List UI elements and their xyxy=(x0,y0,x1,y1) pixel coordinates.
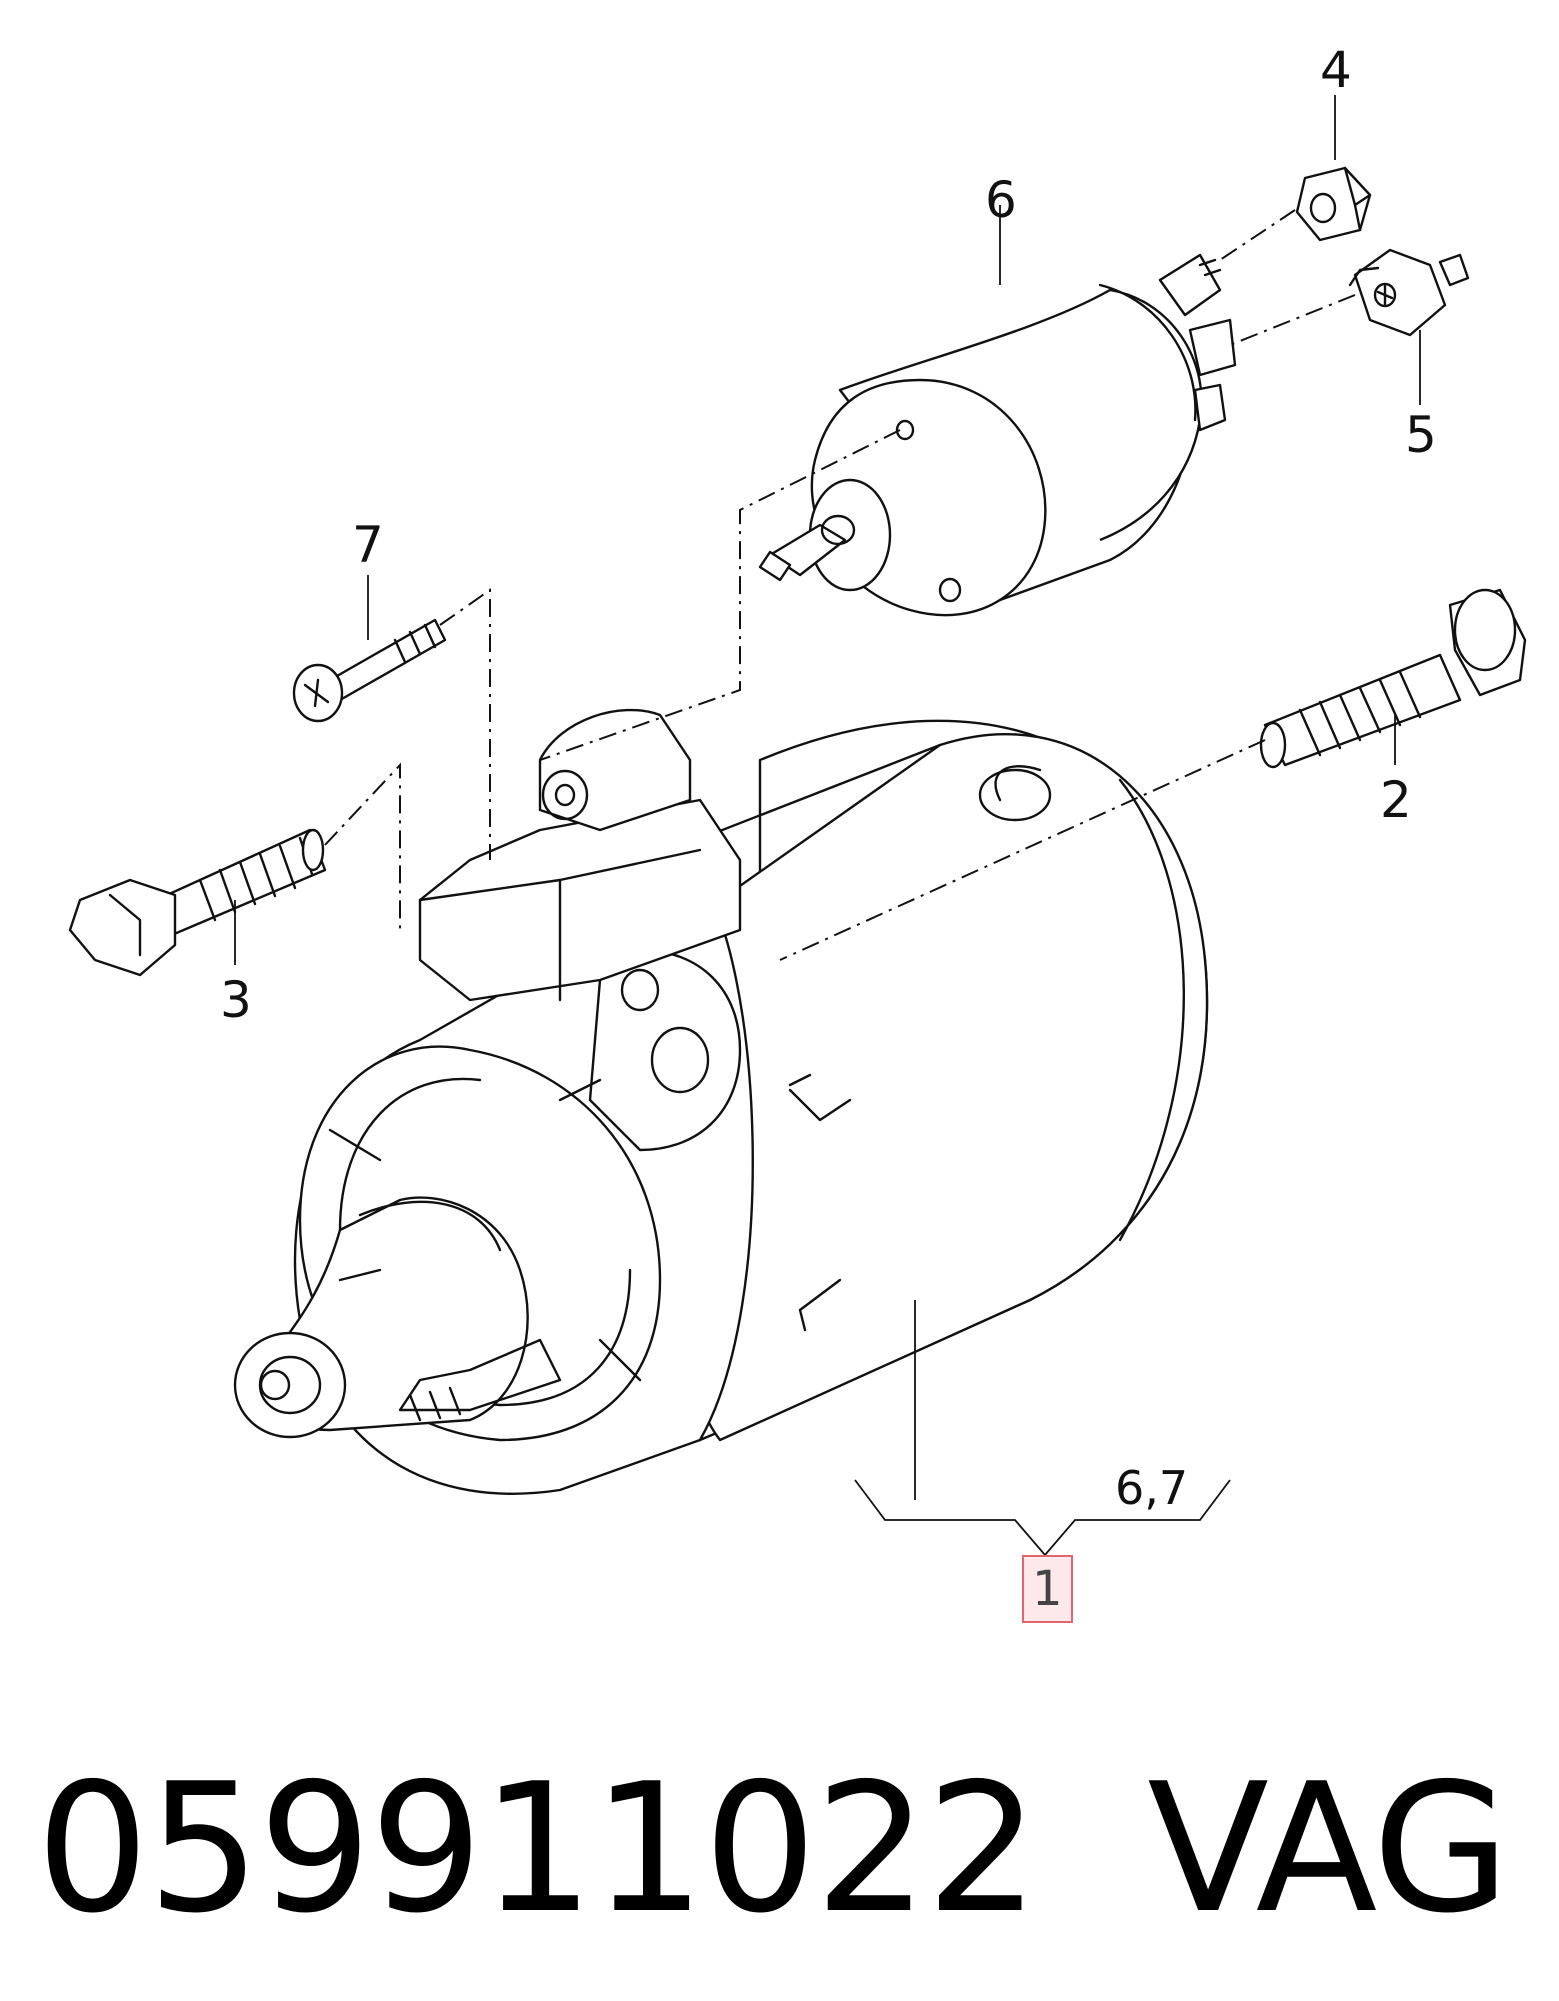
bolt-3 xyxy=(68,828,327,977)
part-number: 059911022 xyxy=(36,1745,1039,1952)
callout-3: 3 xyxy=(220,971,252,1029)
callout-1-highlighted[interactable]: 1 xyxy=(1022,1555,1073,1623)
callout-4: 4 xyxy=(1320,41,1352,99)
screw-7 xyxy=(292,618,447,723)
part-number-footer: 059911022 VAG xyxy=(36,1745,1510,1952)
solenoid-switch xyxy=(758,253,1237,617)
bolt-2 xyxy=(1259,588,1527,769)
starter-motor-body xyxy=(233,708,1209,1495)
group-label-6-7: 6,7 xyxy=(1115,1461,1189,1515)
callout-6: 6 xyxy=(985,171,1017,229)
nut-4 xyxy=(1295,166,1372,242)
alignment-lines xyxy=(324,209,1356,961)
callout-7: 7 xyxy=(352,516,384,574)
brand-name: VAG xyxy=(1147,1745,1510,1952)
starter-motor-exploded-diagram xyxy=(68,95,1527,1557)
callout-2: 2 xyxy=(1380,771,1412,829)
terminal-5 xyxy=(1348,248,1470,337)
callout-5: 5 xyxy=(1405,406,1437,464)
